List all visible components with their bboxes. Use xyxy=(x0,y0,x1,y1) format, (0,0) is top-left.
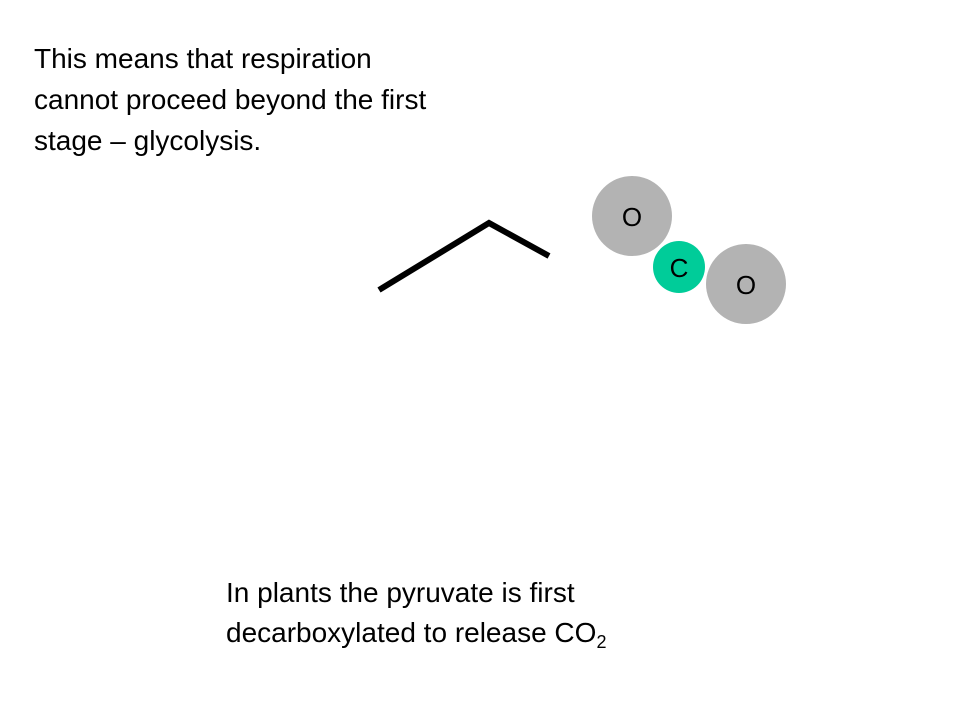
carbon-atom-label: C xyxy=(670,253,689,283)
intro-line-3: stage – glycolysis. xyxy=(34,125,262,156)
intro-line-1: This means that respiration xyxy=(34,43,372,74)
oxygen-atom-upper-label: O xyxy=(622,202,642,232)
intro-line-2: cannot proceed beyond the first xyxy=(34,84,427,115)
oxygen-atom-lower-label: O xyxy=(736,270,756,300)
co2-molecule: O O C xyxy=(592,176,786,324)
carbon-atom: C xyxy=(653,241,705,293)
intro-text: This means that respiration cannot proce… xyxy=(34,38,504,161)
oxygen-atom-upper: O xyxy=(592,176,672,256)
co2-subscript: 2 xyxy=(596,632,607,652)
pyruvate-skeleton-bond xyxy=(377,219,551,293)
caption-line-2: decarboxylated to release CO2 xyxy=(226,613,746,653)
caption-line-1: In plants the pyruvate is first xyxy=(226,577,575,608)
caption-text: In plants the pyruvate is first decarbox… xyxy=(226,573,746,653)
oxygen-atom-lower: O xyxy=(706,244,786,324)
caption-line-2-text: decarboxylated to release CO xyxy=(226,617,597,648)
